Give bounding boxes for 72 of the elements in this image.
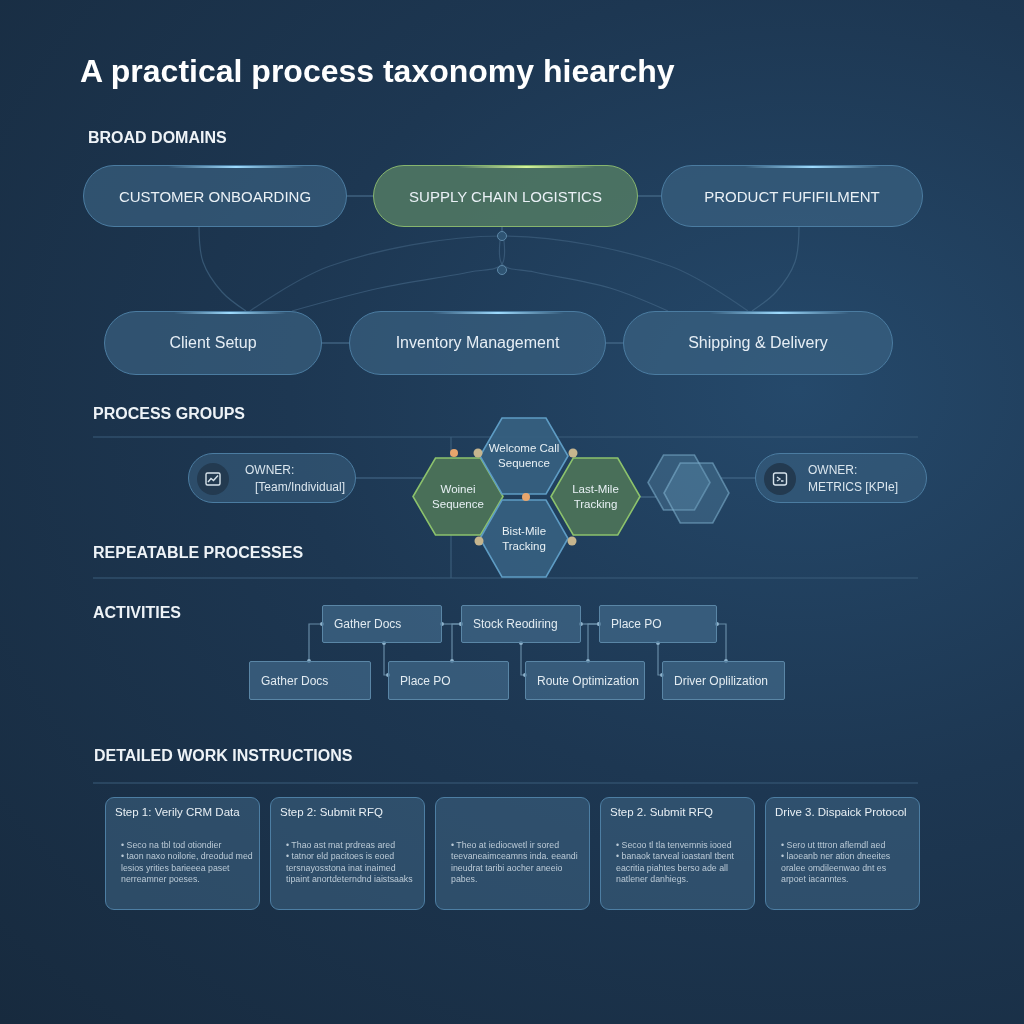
- connector-line: [450, 622, 463, 663]
- section-heading: PROCESS GROUPS: [93, 405, 246, 423]
- bullet-text: • taon naxo noilorie, dreodud med lesios yrities barieeea paset nerreamner poeses.: [121, 851, 253, 886]
- connector-line: [715, 622, 728, 663]
- activity-box: [662, 661, 785, 700]
- owner-label: OWNER:: [245, 463, 295, 477]
- section-heading: ACTIVITIES: [93, 604, 181, 622]
- step-heading: Step 1: Verily CRM Data: [115, 806, 241, 818]
- owner-label: OWNER:: [808, 463, 858, 477]
- activity-name: Place PO: [611, 617, 662, 631]
- owner-value: METRICS [KPIe]: [808, 480, 899, 494]
- process-name: Bist-Mile Tracking: [500, 523, 548, 554]
- domain-name: PRODUCT FUFIFILMENT: [704, 187, 880, 205]
- process-name: Last-Mile Tracking: [571, 481, 620, 512]
- activity-name: Driver Oplilization: [674, 673, 769, 688]
- connector-line: [639, 496, 657, 498]
- connector-line: [751, 226, 800, 312]
- activity-name: Route Optimization: [537, 673, 640, 688]
- activity-box: [461, 605, 581, 643]
- owner-value: [Team/Individual]: [255, 480, 346, 494]
- bullet-text: • banaok tarveal ioastanl tbent eacritia piahtes berso ade all natlener danhiegs.: [616, 851, 735, 886]
- bullet-text: • laoeanb ner ation dneeites oralee omdileenwao dnt es arpoet iacanntes.: [781, 851, 892, 886]
- activity-name: Place PO: [400, 673, 451, 688]
- process-name: Welcome Call Sequence: [487, 441, 561, 471]
- connector-line: [586, 622, 601, 663]
- domain-name: CUSTOMER ONBOARDING: [118, 187, 312, 205]
- activity-box: [249, 661, 371, 700]
- connector-line: [519, 641, 527, 677]
- connector-line: [346, 195, 374, 197]
- step-heading: Drive 3. Dispaick Protocol: [775, 806, 908, 818]
- group-name: Client Setup: [169, 334, 257, 352]
- group-name: Inventory Management: [395, 334, 560, 352]
- diagram-title: A practical process taxonomy hiearchy: [80, 53, 675, 90]
- section-heading: BROAD DOMAINS: [88, 129, 227, 147]
- hexagon-shape: [664, 463, 729, 523]
- connector-line: [249, 235, 749, 312]
- activity-box: [388, 661, 509, 700]
- instruction-card: [765, 797, 920, 910]
- connector-line: [382, 641, 390, 677]
- process-hexagon: [480, 418, 568, 494]
- process-hexagon: [551, 458, 640, 535]
- bullet-text: • Sero ut tttron aflemdl aed: [781, 840, 887, 852]
- activity-box: [525, 661, 645, 700]
- instruction-card: [270, 797, 425, 910]
- step-heading: Step 2. Submit RFQ: [610, 806, 714, 818]
- activity-box: [322, 605, 442, 643]
- instruction-card: [435, 797, 590, 910]
- activity-name: Stock Reodiring: [473, 617, 558, 631]
- bullet-text: • Theo at iediocwetl ir sored teevaneaimceamns inda. eeandi ineudrat taribi aocher aneeio pabes.: [451, 840, 579, 886]
- activity-box: [599, 605, 717, 643]
- connector-line: [198, 226, 247, 312]
- connector-line: [656, 641, 664, 677]
- bullet-text: • Secoo tl tla tenvemnis iooed: [616, 840, 733, 852]
- activity-name: Gather Docs: [334, 617, 402, 631]
- connector-line: [321, 342, 350, 344]
- bullet-text: • Thao ast mat prdreas ared: [286, 840, 397, 852]
- instruction-card: [105, 797, 260, 910]
- section-heading: DETAILED WORK INSTRUCTIONS: [94, 747, 353, 765]
- step-heading: Step 2: Submit RFQ: [280, 806, 384, 818]
- group-name: Shipping & Delivery: [688, 334, 828, 352]
- connector-line: [498, 226, 669, 312]
- connector-line: [307, 622, 324, 663]
- instruction-card: [600, 797, 755, 910]
- activity-name: Gather Docs: [261, 673, 329, 688]
- owner-pill: [188, 453, 356, 503]
- bullet-text: • Seco na tbl tod otiondier: [121, 840, 223, 852]
- section-heading: REPEATABLE PROCESSES: [93, 544, 304, 562]
- process-name: Woinei Sequence: [431, 481, 485, 512]
- bullet-text: • tatnor eld pacitoes is eoed tersnayosstona inat inaimed tipaint anortdeterndnd iaistsaaks: [286, 851, 414, 886]
- domain-name: SUPPLY CHAIN LOGISTICS: [409, 187, 602, 205]
- owner-pill: [755, 453, 927, 503]
- connector-line: [291, 226, 506, 312]
